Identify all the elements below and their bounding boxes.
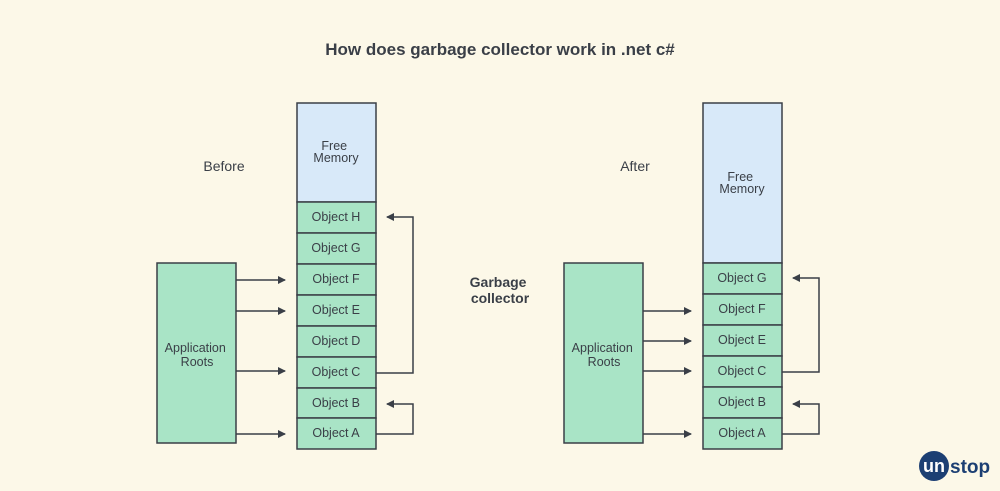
after-object-e	[702, 324, 783, 357]
logo-badge-text: un	[923, 456, 945, 476]
before-object-c	[296, 356, 377, 389]
before-reference-c-to-h	[376, 213, 414, 374]
before-object-h-label: Object H	[312, 210, 361, 224]
after-application-roots-box	[563, 262, 644, 444]
before-object-e	[296, 294, 377, 327]
before-object-g	[296, 232, 377, 265]
before-free-memory-block	[296, 102, 377, 203]
before-object-a	[296, 417, 377, 450]
before-object-f-label: Object F	[312, 272, 360, 286]
garbage-collector-label: Garbage collector	[470, 274, 531, 306]
before-object-b	[296, 387, 377, 419]
after-object-c-label: Object C	[718, 364, 767, 378]
before-heading: Before	[203, 158, 244, 174]
after-object-b	[702, 386, 783, 419]
before-application-roots-label: Application Roots	[165, 341, 230, 369]
after-heading: After	[620, 158, 650, 174]
after-object-f-label: Object F	[718, 302, 766, 316]
before-object-b-label: Object B	[312, 396, 360, 410]
before-object-g-label: Object G	[311, 241, 360, 255]
before-reference-a-to-b	[376, 400, 414, 435]
before-application-roots-box	[156, 262, 237, 444]
after-object-c	[702, 355, 783, 388]
before-object-stack: Object H Object G Object F Object E Obje…	[296, 201, 377, 450]
after-reference-c-to-g	[782, 274, 820, 373]
diagram-title: How does garbage collector work in .net …	[325, 40, 675, 59]
after-free-memory-block	[702, 102, 783, 264]
after-object-f	[702, 293, 783, 326]
after-application-roots-label: Application Roots	[572, 341, 637, 369]
after-object-a-label: Object A	[718, 426, 766, 440]
before-free-memory-label: Free Memory	[313, 139, 359, 165]
after-object-g	[702, 262, 783, 295]
after-reference-a-to-b	[782, 400, 820, 435]
after-object-b-label: Object B	[718, 395, 766, 409]
after-free-memory-label: Free Memory	[719, 170, 765, 196]
before-object-d-label: Object D	[312, 334, 361, 348]
before-object-c-label: Object C	[312, 365, 361, 379]
before-object-d	[296, 325, 377, 358]
before-object-f	[296, 263, 377, 296]
after-object-g-label: Object G	[717, 271, 766, 285]
logo-badge	[919, 451, 949, 481]
before-object-a-label: Object A	[312, 426, 360, 440]
unstop-logo: un stop	[919, 451, 990, 481]
before-object-e-label: Object E	[312, 303, 360, 317]
logo-wordmark: stop	[950, 457, 990, 478]
before-object-h	[296, 201, 377, 234]
after-object-a	[702, 417, 783, 450]
after-object-e-label: Object E	[718, 333, 766, 347]
after-object-stack: Object G Object F Object E Object C Obje…	[702, 262, 783, 450]
